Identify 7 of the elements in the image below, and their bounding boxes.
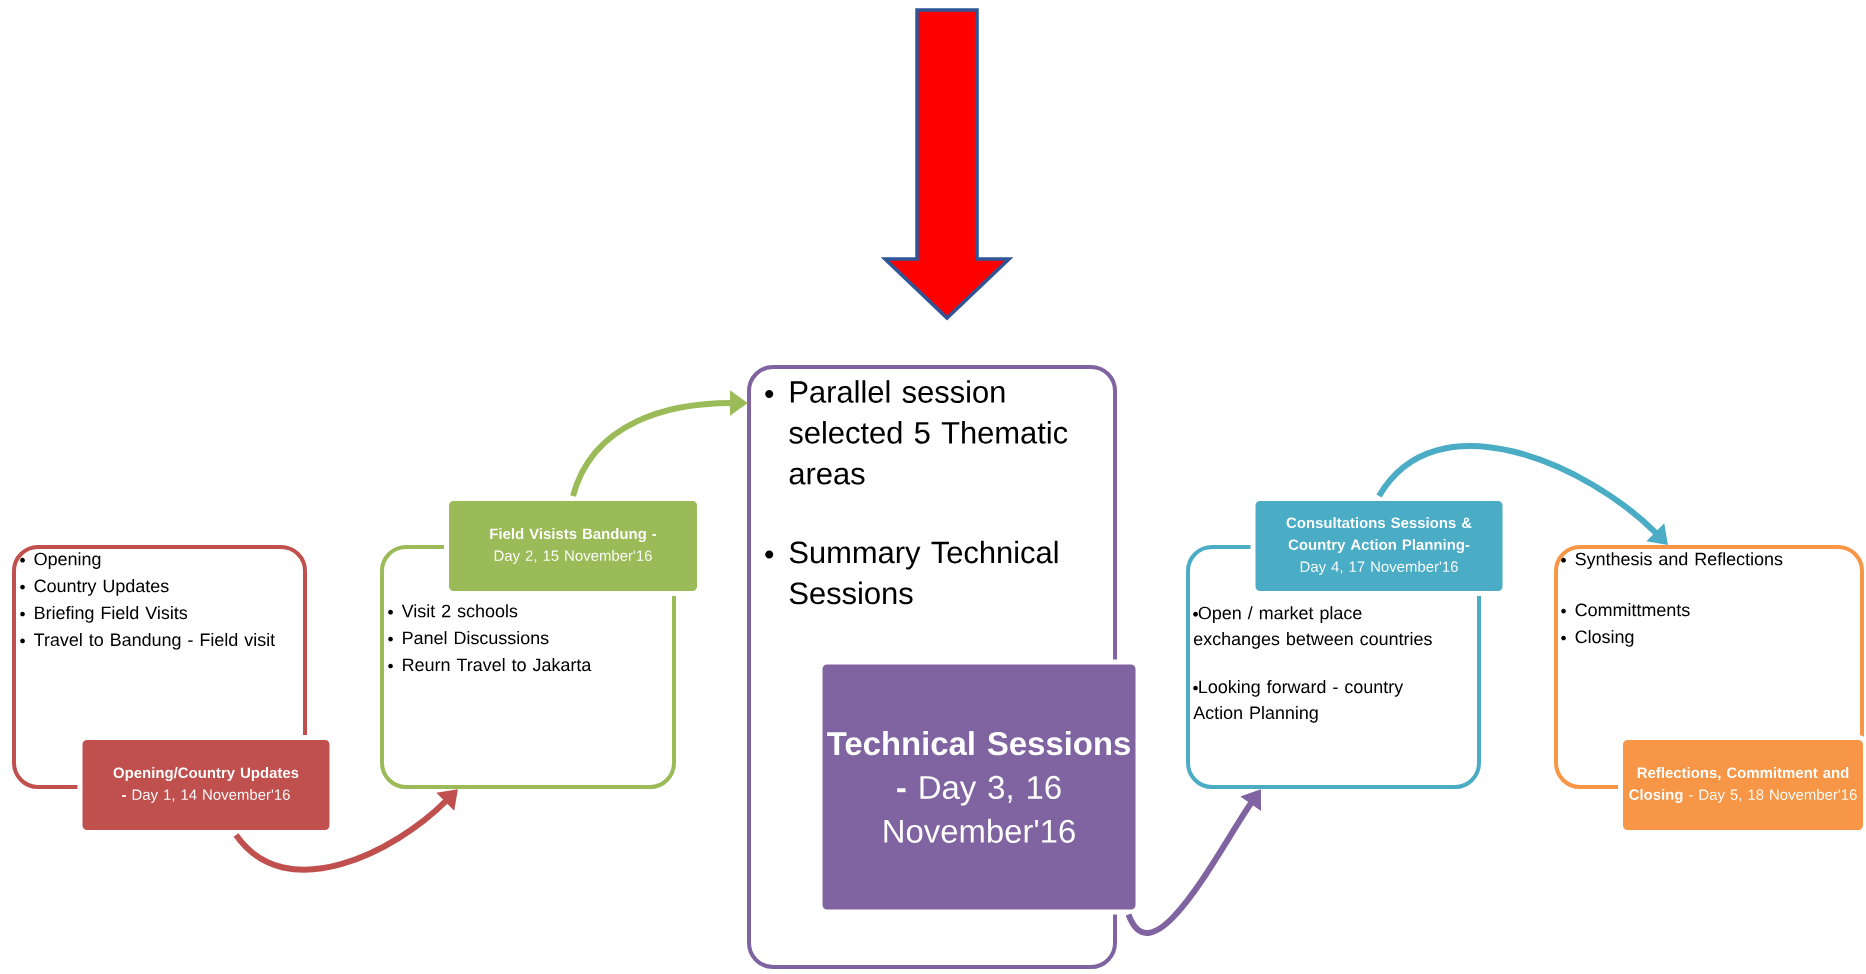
title-box: Reflections, Commitment and Closing - Day 5, 18 November'16 xyxy=(1618,735,1866,835)
title-box: Opening/Country Updates - Day 1, 14 November'16 xyxy=(77,735,335,835)
block-arrow xyxy=(880,8,1014,321)
curved-arrow xyxy=(1376,443,1668,545)
title-box: Field Visists Bandung - Day 2, 15 November'16 xyxy=(444,496,702,596)
title-box: Consultations Sessions & Country Action Planning- Day 4, 17 November'16 xyxy=(1250,496,1508,596)
curved-arrow xyxy=(233,789,458,873)
